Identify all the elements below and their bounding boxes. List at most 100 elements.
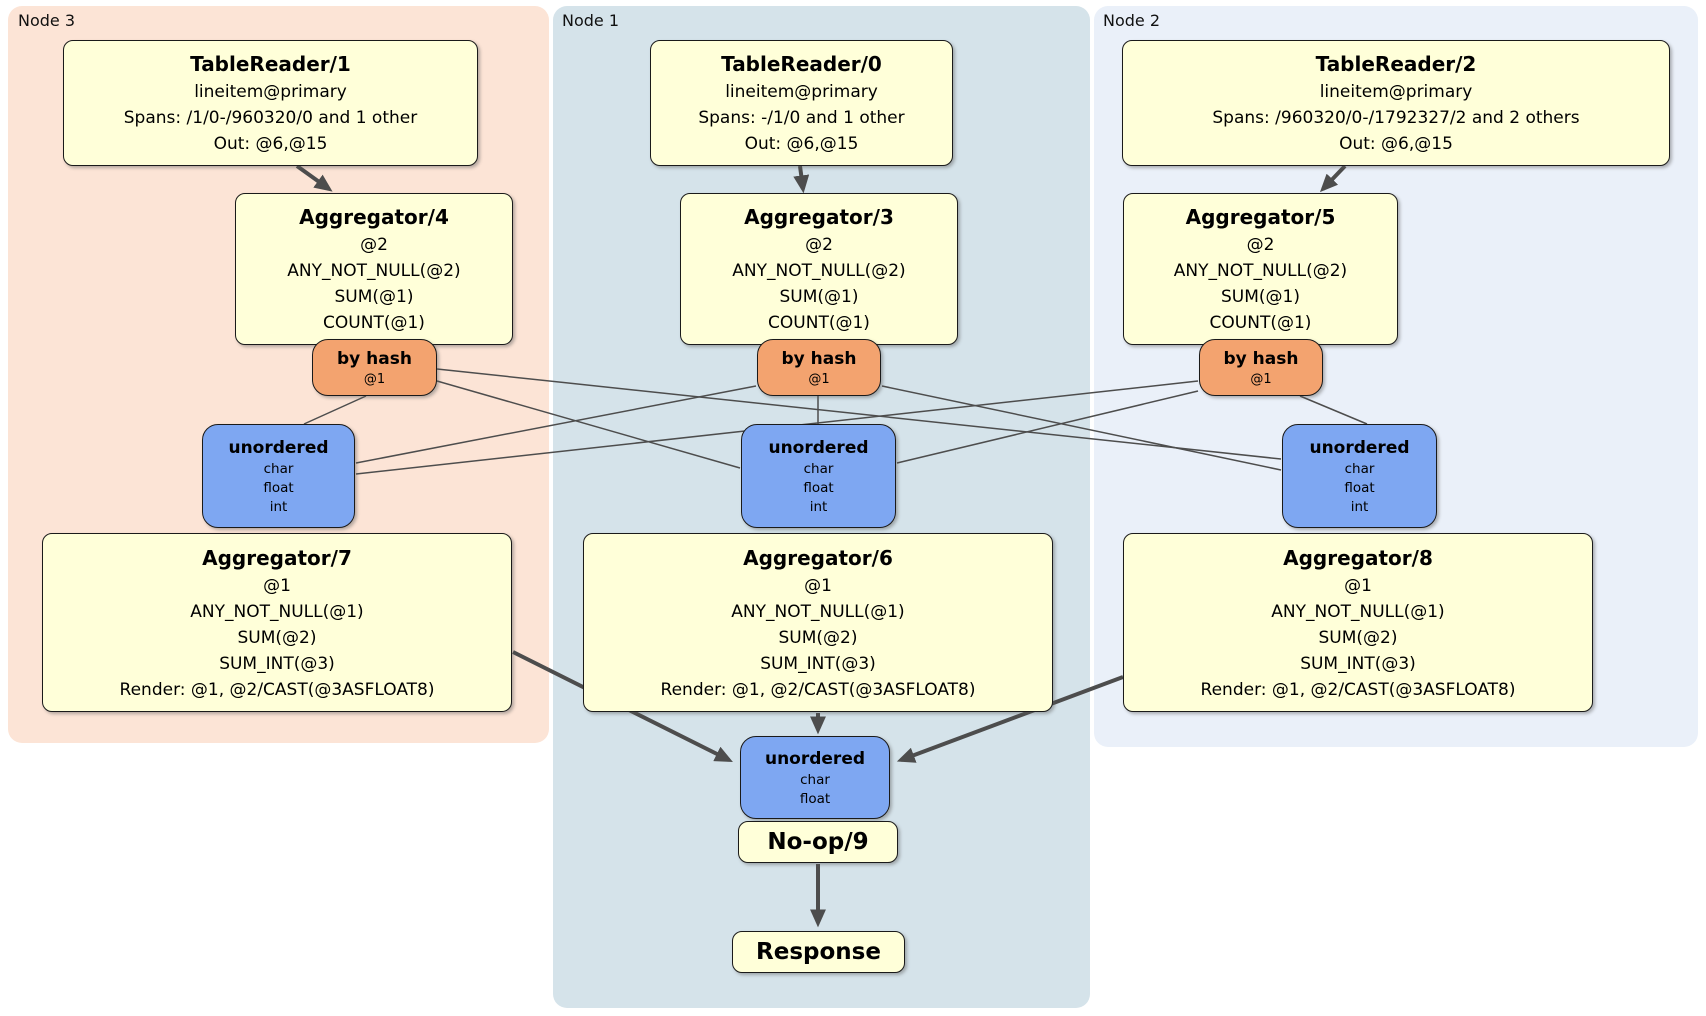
processor-tablereader-1: TableReader/1 lineitem@primary Spans: /1… <box>63 40 478 166</box>
processor-title: TableReader/0 <box>721 52 882 76</box>
detail-line: ANY_NOT_NULL(@1) <box>190 601 364 622</box>
detail-line: lineitem@primary <box>1319 82 1473 102</box>
region-label-node1: Node 1 <box>562 11 620 30</box>
sync-unordered-node3: unordered char float int <box>202 424 355 528</box>
detail-line: SUM(@1) <box>1221 287 1300 307</box>
detail-line: Out: @6,@15 <box>1339 134 1453 154</box>
processor-noop-9: No-op/9 <box>738 821 898 863</box>
sync-title: unordered <box>768 437 869 458</box>
detail-line: SUM(@1) <box>779 287 859 307</box>
processor-title: Response <box>756 939 881 965</box>
detail-line: Out: @6,@15 <box>744 134 859 154</box>
router-column: @1 <box>1250 371 1272 387</box>
detail-line: @2 <box>805 235 833 255</box>
detail-line: SUM_INT(@3) <box>219 653 335 674</box>
detail-line: Spans: /960320/0-/1792327/2 and 2 others <box>1212 108 1580 128</box>
detail-line: COUNT(@1) <box>768 313 870 333</box>
sync-title: unordered <box>1309 437 1410 458</box>
processor-title: Aggregator/8 <box>1283 545 1433 570</box>
processor-title: TableReader/1 <box>190 52 351 76</box>
detail-line: Render: @1, @2/CAST(@3ASFLOAT8) <box>119 679 435 700</box>
sync-column: float <box>799 790 831 807</box>
edge-tablereader1-aggregator4 <box>295 164 333 192</box>
detail-line: @2 <box>360 235 388 255</box>
edge-hash2-sync-node2 <box>1299 395 1368 425</box>
router-column: @1 <box>808 371 830 387</box>
sync-column: char <box>803 460 834 477</box>
detail-line: ANY_NOT_NULL(@1) <box>1271 601 1445 622</box>
processor-response: Response <box>732 931 905 973</box>
edge-hash1-sync-node3 <box>355 385 757 464</box>
detail-line: @1 <box>804 575 832 596</box>
edge-hash3-sync-node1 <box>436 380 741 469</box>
detail-line: COUNT(@1) <box>323 313 425 333</box>
processor-title: Aggregator/6 <box>743 545 893 570</box>
processor-aggregator-6: Aggregator/6 @1 ANY_NOT_NULL(@1) SUM(@2)… <box>583 533 1053 712</box>
edge-hash3-sync-node2 <box>436 368 1282 460</box>
region-label-node2: Node 2 <box>1103 11 1161 30</box>
detail-line: ANY_NOT_NULL(@2) <box>732 261 906 281</box>
detail-line: Spans: /1/0-/960320/0 and 1 other <box>123 108 418 128</box>
edge-aggregator8-final-sync <box>896 675 1124 763</box>
processor-aggregator-7: Aggregator/7 @1 ANY_NOT_NULL(@1) SUM(@2)… <box>42 533 512 712</box>
router-title: by hash <box>781 348 857 369</box>
edge-hash2-sync-node1 <box>896 390 1199 464</box>
router-by-hash-node1: by hash @1 <box>757 339 881 396</box>
sync-unordered-final: unordered char float <box>740 736 890 819</box>
detail-line: SUM_INT(@3) <box>1300 653 1416 674</box>
edge-hash3-sync-node3 <box>303 395 367 425</box>
detail-line: Render: @1, @2/CAST(@3ASFLOAT8) <box>1200 679 1516 700</box>
detail-line: SUM(@2) <box>237 627 317 648</box>
sync-column: float <box>263 479 294 496</box>
sync-column: char <box>1344 460 1375 477</box>
detail-line: lineitem@primary <box>194 82 347 102</box>
processor-aggregator-4: Aggregator/4 @2 ANY_NOT_NULL(@2) SUM(@1)… <box>235 193 513 345</box>
processor-title: Aggregator/4 <box>299 205 449 229</box>
detail-line: ANY_NOT_NULL(@2) <box>287 261 461 281</box>
detail-line: Spans: -/1/0 and 1 other <box>698 108 905 128</box>
processor-title: Aggregator/5 <box>1185 205 1336 229</box>
processor-aggregator-5: Aggregator/5 @2 ANY_NOT_NULL(@2) SUM(@1)… <box>1123 193 1398 345</box>
router-by-hash-node3: by hash @1 <box>312 339 437 396</box>
detail-line: SUM(@2) <box>1318 627 1398 648</box>
processor-tablereader-2: TableReader/2 lineitem@primary Spans: /9… <box>1122 40 1670 166</box>
sync-column: float <box>803 479 834 496</box>
detail-line: SUM_INT(@3) <box>760 653 876 674</box>
edge-tablereader0-aggregator3 <box>793 165 810 194</box>
processor-title: Aggregator/7 <box>202 545 352 570</box>
region-label-node3: Node 3 <box>18 11 76 30</box>
detail-line: SUM(@2) <box>778 627 858 648</box>
sync-unordered-node1: unordered char float int <box>741 424 896 528</box>
processor-tablereader-0: TableReader/0 lineitem@primary Spans: -/… <box>650 40 953 166</box>
detail-line: ANY_NOT_NULL(@2) <box>1173 261 1348 281</box>
detail-line: @1 <box>1344 575 1372 596</box>
detail-line: COUNT(@1) <box>1209 313 1312 333</box>
sync-column: int <box>1350 498 1369 515</box>
edge-hash1-sync-node2 <box>881 385 1282 471</box>
detail-line: Render: @1, @2/CAST(@3ASFLOAT8) <box>660 679 976 700</box>
processor-aggregator-3: Aggregator/3 @2 ANY_NOT_NULL(@2) SUM(@1)… <box>680 193 958 345</box>
processor-title: TableReader/2 <box>1315 52 1477 76</box>
router-title: by hash <box>337 348 412 369</box>
detail-line: Out: @6,@15 <box>213 134 328 154</box>
router-by-hash-node2: by hash @1 <box>1199 339 1323 396</box>
sync-title: unordered <box>764 748 866 769</box>
processor-aggregator-8: Aggregator/8 @1 ANY_NOT_NULL(@1) SUM(@2)… <box>1123 533 1593 712</box>
sync-column: float <box>1344 479 1375 496</box>
sync-column: int <box>269 498 288 515</box>
detail-line: ANY_NOT_NULL(@1) <box>731 601 905 622</box>
detail-line: @2 <box>1246 235 1275 255</box>
sync-unordered-node2: unordered char float int <box>1282 424 1437 528</box>
sync-column: char <box>263 460 294 477</box>
edge-tablereader2-aggregator5 <box>1319 164 1347 193</box>
detail-line: lineitem@primary <box>725 82 878 102</box>
processor-title: Aggregator/3 <box>744 205 894 229</box>
sync-column: int <box>809 498 828 515</box>
router-column: @1 <box>363 371 386 387</box>
detail-line: SUM(@1) <box>334 287 414 307</box>
detail-line: @1 <box>263 575 291 596</box>
router-title: by hash <box>1223 348 1299 369</box>
processor-title: No-op/9 <box>767 829 869 855</box>
sync-column: char <box>800 771 830 788</box>
